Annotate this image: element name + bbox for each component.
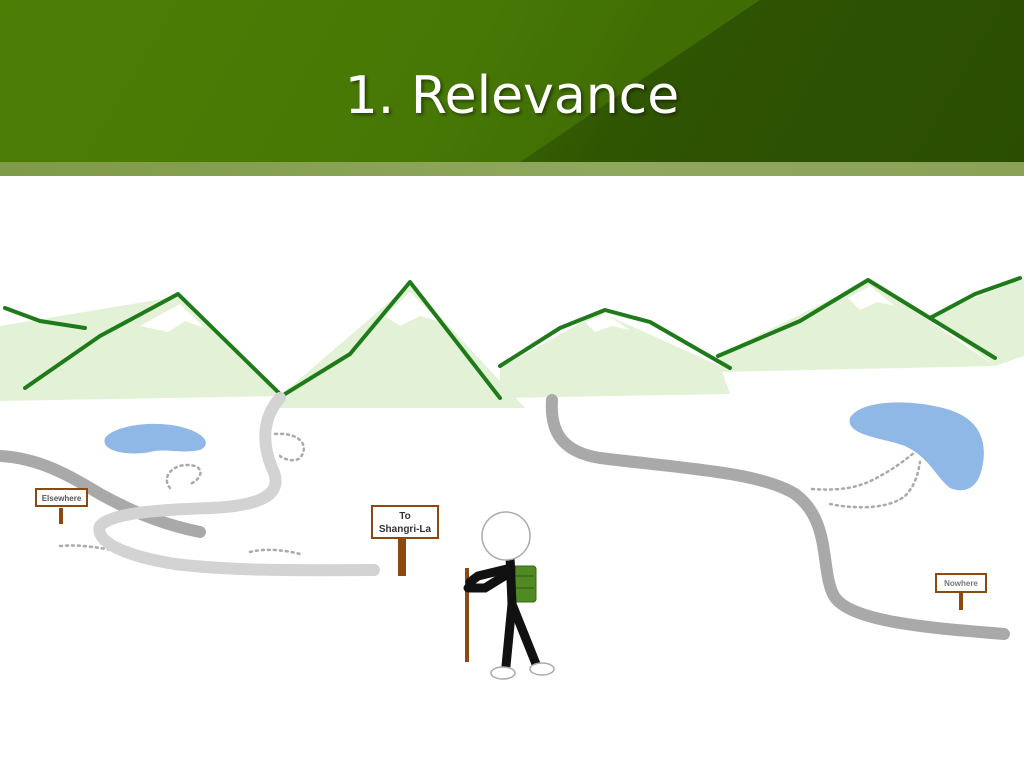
snow-cap <box>585 314 630 332</box>
road-shadow <box>0 450 206 538</box>
mountain-fill <box>280 284 525 408</box>
mountain-ridges <box>3 276 1022 400</box>
sign-nowhere: Nowhere <box>935 573 987 610</box>
header-band <box>0 162 1024 176</box>
snow-cap <box>385 292 440 326</box>
slide-title: 1. Relevance <box>344 66 680 126</box>
hiker-figure <box>463 511 555 680</box>
header-shine-decoration <box>0 0 760 162</box>
sign-shangri-la: To Shangri-La <box>371 505 439 576</box>
snow-cap <box>848 286 895 310</box>
ridge-line <box>283 280 502 400</box>
ridge-line <box>928 276 1022 320</box>
hiker-head <box>481 511 531 561</box>
sign-nowhere-label: Nowhere <box>944 579 978 588</box>
mountain-fill <box>720 280 995 372</box>
lake-left <box>104 423 206 454</box>
sign-shangri-la-label: Shangri-La <box>379 524 432 535</box>
mountain-fill <box>930 278 1024 366</box>
sign-to-label: To <box>399 511 410 522</box>
ridge-line <box>498 308 732 370</box>
snow-cap <box>140 304 205 332</box>
sign-elsewhere: Elsewhere <box>35 488 88 524</box>
mountain-fill <box>0 296 285 401</box>
sign-elsewhere-label: Elsewhere <box>42 494 82 503</box>
road-left-curve <box>93 392 380 577</box>
hiker-shoe-right <box>529 662 555 676</box>
ridge-line <box>23 292 282 396</box>
lake-right <box>849 402 984 491</box>
road-right-curve <box>545 394 1010 640</box>
ridge-line <box>3 306 87 330</box>
slide-header: 1. Relevance <box>0 0 1024 162</box>
mountain-range <box>0 278 1024 408</box>
walking-stick <box>465 568 469 662</box>
hiker-shoe-left <box>490 666 516 680</box>
hiking-scene: Elsewhere To Shangri-La Nowhere <box>0 276 1024 680</box>
dotted-trails <box>58 432 922 556</box>
roads <box>0 392 1010 640</box>
mountain-fill <box>500 312 730 398</box>
